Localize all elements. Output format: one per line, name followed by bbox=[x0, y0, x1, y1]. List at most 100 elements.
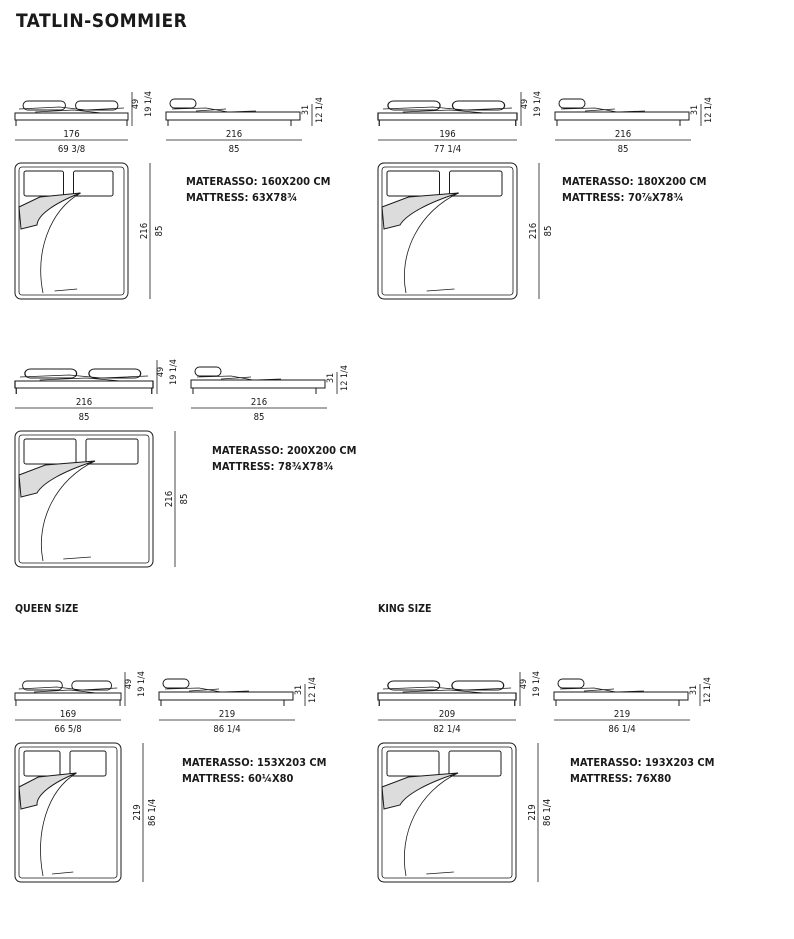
side-length-in: 85 bbox=[618, 144, 629, 155]
mattress-spec: MATTRESS: 60¼X80 bbox=[182, 772, 293, 785]
plan-view bbox=[377, 742, 517, 883]
pillow-right bbox=[449, 170, 503, 197]
side-length-cm: 219 bbox=[614, 709, 630, 720]
side-length-cm: 216 bbox=[615, 129, 631, 140]
materasso-spec: MATERASSO: 193X203 CM bbox=[570, 756, 715, 769]
front-width-in: 85 bbox=[79, 412, 90, 423]
pillow-left bbox=[386, 750, 440, 777]
plan-length-in: 86 1/4 bbox=[542, 799, 553, 826]
side-length-in: 86 1/4 bbox=[608, 724, 635, 735]
height-total-in: 19 1/4 bbox=[532, 671, 542, 697]
materasso-spec: MATERASSO: 200X200 CM bbox=[212, 444, 357, 457]
height-frame-cm: 31 bbox=[301, 105, 311, 115]
front-width-cm: 176 bbox=[63, 129, 79, 140]
folded-sheet bbox=[381, 192, 459, 230]
height-frame-in: 12 1/4 bbox=[308, 677, 318, 703]
pillow-left bbox=[386, 170, 440, 197]
pillow-left bbox=[23, 438, 77, 465]
side-elevation bbox=[158, 678, 294, 707]
plan-length-in: 85 bbox=[179, 494, 190, 505]
plan-view bbox=[14, 430, 154, 568]
side-length-in: 85 bbox=[229, 144, 240, 155]
page-title: TATLIN-SOMMIER bbox=[16, 10, 187, 32]
mattress-spec: MATTRESS: 76X80 bbox=[570, 772, 671, 785]
front-width-in: 66 5/8 bbox=[54, 724, 81, 735]
pillow-right bbox=[69, 750, 107, 777]
height-frame-cm: 31 bbox=[690, 105, 700, 115]
front-width-in: 77 1/4 bbox=[434, 144, 461, 155]
pillow-right bbox=[448, 750, 502, 777]
plan-length-cm: 216 bbox=[528, 223, 539, 239]
height-frame-in: 12 1/4 bbox=[340, 365, 350, 391]
folded-sheet bbox=[18, 192, 81, 230]
height-frame-in: 12 1/4 bbox=[315, 97, 325, 123]
side-length-in: 86 1/4 bbox=[213, 724, 240, 735]
mattress-spec: MATTRESS: 78¾X78¾ bbox=[212, 460, 334, 473]
plan-length-in: 85 bbox=[154, 226, 165, 237]
plan-view bbox=[377, 162, 518, 300]
front-width-cm: 196 bbox=[439, 129, 455, 140]
height-total-cm: 49 bbox=[131, 99, 141, 109]
side-length-in: 85 bbox=[254, 412, 265, 423]
plan-length-cm: 216 bbox=[139, 223, 150, 239]
height-frame-in: 12 1/4 bbox=[703, 677, 713, 703]
height-total-cm: 49 bbox=[519, 679, 529, 689]
side-length-cm: 216 bbox=[251, 397, 267, 408]
height-total-in: 19 1/4 bbox=[137, 671, 147, 697]
front-elevation bbox=[377, 100, 518, 127]
materasso-spec: MATERASSO: 153X203 CM bbox=[182, 756, 327, 769]
front-elevation bbox=[14, 100, 129, 127]
front-width-in: 69 3/8 bbox=[58, 144, 85, 155]
pillow-right bbox=[73, 170, 114, 197]
height-total-in: 19 1/4 bbox=[144, 91, 154, 117]
plan-length-in: 86 1/4 bbox=[147, 799, 158, 826]
height-total-in: 19 1/4 bbox=[533, 91, 543, 117]
front-elevation bbox=[14, 368, 154, 395]
pillow-left bbox=[23, 750, 61, 777]
side-elevation bbox=[165, 98, 301, 127]
section-heading: KING SIZE bbox=[378, 603, 431, 615]
plan-length-in: 85 bbox=[543, 226, 554, 237]
plan-view bbox=[14, 162, 129, 300]
height-total-in: 19 1/4 bbox=[169, 359, 179, 385]
folded-sheet bbox=[18, 772, 77, 810]
materasso-spec: MATERASSO: 180X200 CM bbox=[562, 175, 707, 188]
front-width-cm: 169 bbox=[60, 709, 76, 720]
front-width-cm: 216 bbox=[76, 397, 92, 408]
plan-length-cm: 219 bbox=[132, 804, 143, 820]
section-heading: QUEEN SIZE bbox=[15, 603, 78, 615]
plan-length-cm: 216 bbox=[164, 491, 175, 507]
front-elevation bbox=[14, 680, 122, 707]
plan-view bbox=[14, 742, 122, 883]
side-length-cm: 216 bbox=[226, 129, 242, 140]
mattress-spec: MATTRESS: 63X78¾ bbox=[186, 191, 297, 204]
height-total-cm: 49 bbox=[156, 367, 166, 377]
front-elevation bbox=[377, 680, 517, 707]
side-elevation bbox=[190, 366, 326, 395]
front-width-in: 82 1/4 bbox=[433, 724, 460, 735]
side-elevation bbox=[553, 678, 689, 707]
height-total-cm: 49 bbox=[520, 99, 530, 109]
side-elevation bbox=[554, 98, 690, 127]
mattress-spec: MATTRESS: 70⅞X78¾ bbox=[562, 191, 684, 204]
pillow-left bbox=[23, 170, 64, 197]
folded-sheet bbox=[18, 460, 96, 498]
front-width-cm: 209 bbox=[439, 709, 455, 720]
height-frame-cm: 31 bbox=[294, 685, 304, 695]
height-frame-cm: 31 bbox=[326, 373, 336, 383]
folded-sheet bbox=[381, 772, 459, 810]
materasso-spec: MATERASSO: 160X200 CM bbox=[186, 175, 331, 188]
height-total-cm: 49 bbox=[124, 679, 134, 689]
side-length-cm: 219 bbox=[219, 709, 235, 720]
height-frame-cm: 31 bbox=[689, 685, 699, 695]
pillow-right bbox=[85, 438, 139, 465]
height-frame-in: 12 1/4 bbox=[704, 97, 714, 123]
plan-length-cm: 219 bbox=[527, 804, 538, 820]
